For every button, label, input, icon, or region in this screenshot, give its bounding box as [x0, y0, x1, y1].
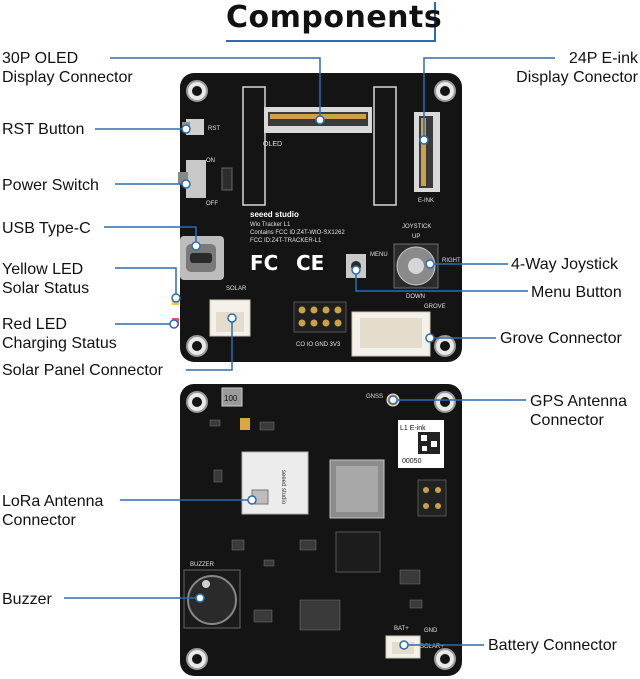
label-line: Red LED	[2, 316, 67, 333]
label-rst-button: RST Button	[2, 121, 85, 138]
lora-module	[241, 451, 309, 515]
leader-eink	[423, 57, 555, 140]
fcc1-silk: Contains FCC ID:Z4T-WIO-SX1262	[250, 230, 345, 236]
tantalum-cap	[240, 418, 250, 430]
label-line: Connector	[530, 412, 604, 429]
joystick-silk: JOYSTICK	[402, 224, 431, 230]
sticker-silk: L1 E-ink	[400, 425, 426, 432]
label-line: Display Conector	[516, 69, 638, 86]
page-title: Components	[226, 0, 443, 35]
model-silk: Wio Tracker L1	[250, 222, 291, 228]
fc-mark: FC	[250, 251, 278, 275]
leader-lines	[64, 57, 555, 646]
label-line: 30P OLED	[2, 50, 79, 67]
pin-header	[293, 301, 347, 333]
grove-connector	[351, 311, 431, 357]
label-line: 24P E-ink	[568, 50, 638, 67]
down-silk: DOWN	[406, 294, 425, 300]
gnss-silk: GNSS	[366, 394, 383, 400]
label-oled-connector: 30P OLED Display Connector	[2, 49, 133, 87]
top-board: OLED E-INK RST ON OFF	[172, 73, 462, 362]
leader-solar	[186, 318, 233, 371]
usb-typec-port	[180, 236, 224, 280]
label-usb-typec: USB Type-C	[2, 220, 91, 237]
leader-dots	[169, 115, 435, 650]
label-gps-antenna: GPS Antenna Connector	[530, 392, 627, 430]
label-joystick: 4-Way Joystick	[511, 256, 618, 273]
misc-components	[209, 419, 423, 631]
pins-silk: CO IO GND 3V3	[296, 342, 341, 348]
buzzer-silk: BUZZER	[190, 562, 215, 568]
gps-module	[329, 459, 385, 519]
right-silk: RIGHT	[442, 258, 461, 264]
leader-yellow-led	[115, 267, 177, 298]
inductor	[221, 387, 243, 407]
gnd-silk: GND	[424, 628, 438, 634]
solar-plus-silk: SOLAR+	[420, 644, 444, 650]
grove-silk: GROVE	[424, 304, 446, 310]
label-line: Connector	[2, 512, 76, 529]
fcc2-silk: FCC ID:Z4T-TRACKER-L1	[250, 238, 322, 244]
label-line: Solar Status	[2, 280, 90, 297]
leader-usb	[104, 226, 197, 246]
sticker-num-silk: 00050	[402, 458, 422, 465]
off-silk: OFF	[206, 201, 218, 207]
mounting-holes-bottom	[186, 391, 456, 670]
buzzer	[183, 569, 241, 629]
label-yellow-led: Yellow LED Solar Status	[2, 260, 89, 298]
eink-silk: E-INK	[418, 198, 434, 204]
label-eink-connector: 24P E-ink Display Conector	[498, 49, 638, 87]
label-grove-connector: Grove Connector	[500, 330, 622, 347]
up-silk: UP	[412, 234, 420, 240]
label-battery-connector: Battery Connector	[488, 637, 617, 654]
bottom-header	[417, 479, 447, 517]
label-power-switch: Power Switch	[2, 177, 99, 194]
label-line: Display Connector	[2, 69, 133, 86]
menu-silk: MENU	[370, 252, 388, 258]
on-silk: ON	[206, 158, 215, 164]
top-pcb	[180, 73, 462, 362]
label-line: GPS Antenna	[530, 393, 627, 410]
ce-mark: CE	[296, 251, 324, 275]
mcu-chip	[335, 531, 381, 573]
title-frame	[226, 2, 436, 42]
bottom-board: 100 GNSS L1 E-ink 00050 seeed studio	[180, 384, 462, 676]
eink-sticker	[398, 420, 444, 468]
eink-connector	[414, 112, 440, 192]
brand-silk: seeed studio	[250, 210, 299, 219]
label-line: Charging Status	[2, 335, 117, 352]
power-switch	[178, 160, 206, 198]
label-buzzer: Buzzer	[2, 591, 52, 608]
label-lora-antenna: LoRa Antenna Connector	[2, 492, 103, 530]
bat-silk: BAT+	[394, 626, 409, 632]
lora-brand-silk: seeed studio	[280, 470, 286, 505]
label-line: Yellow LED	[2, 261, 84, 278]
leader-menu	[355, 270, 528, 292]
oled-silk: OLED	[263, 141, 282, 148]
rst-silk: RST	[208, 126, 220, 132]
inductor-silk: 100	[224, 394, 238, 403]
leader-oled	[110, 57, 321, 120]
power-ic	[221, 167, 233, 191]
silkscreen-frames	[242, 86, 397, 206]
label-menu-button: Menu Button	[531, 284, 622, 301]
solar-silk: SOLAR	[226, 286, 247, 292]
label-solar-connector: Solar Panel Connector	[2, 362, 163, 379]
label-line: LoRa Antenna	[2, 493, 104, 510]
label-red-led: Red LED Charging Status	[2, 315, 117, 353]
